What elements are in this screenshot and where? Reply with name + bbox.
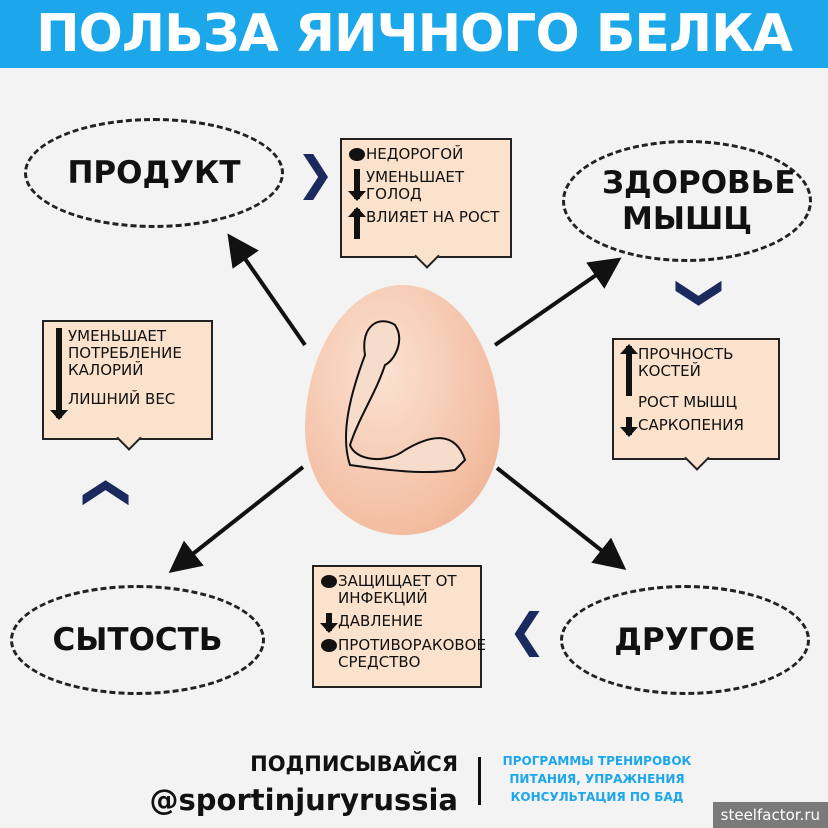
arrow-down-icon <box>348 169 366 201</box>
node-muscle-label: ЗДОРОВЬЕ МЫШЦ <box>602 165 796 237</box>
node-satiety: СЫТОСТЬ <box>10 585 265 695</box>
arrow-other <box>495 466 627 570</box>
arrow-down-icon <box>320 613 338 633</box>
info-box-other: ЗАЩИЩАЕТ ОТ ИНФЕКЦИЙ ДАВЛЕНИЕ ПРОТИВОРАК… <box>312 565 486 688</box>
info-box-product: НЕДОРОГОЙ УМЕНЬШАЕТ ГОЛОД ВЛИЯЕТ НА РОСТ <box>340 138 512 269</box>
node-other: ДРУГОЕ <box>560 585 810 695</box>
page-title: ПОЛЬЗА ЯИЧНОГО БЕЛКА <box>0 0 828 68</box>
arrow-up-icon <box>348 207 366 239</box>
subscribe-label: ПОДПИСЫВАЙСЯ <box>250 752 458 776</box>
egg-illustration <box>305 285 500 535</box>
arrow-down-icon <box>50 328 68 420</box>
arrow-satiety <box>168 465 305 573</box>
chevron-right-icon: ❯ <box>296 146 335 200</box>
divider <box>478 757 481 805</box>
dot-icon <box>321 575 337 588</box>
chevron-up-icon: ❯ <box>74 473 129 513</box>
dot-icon <box>349 148 365 161</box>
dot-icon <box>321 639 337 652</box>
flexed-arm-icon <box>344 320 467 474</box>
chevron-down-icon: ❯ <box>675 273 730 313</box>
arrow-up-icon <box>620 344 638 396</box>
arrow-down-icon <box>620 417 638 437</box>
arrow-muscle <box>493 257 622 347</box>
watermark: steelfactor.ru <box>712 802 828 828</box>
arrow-product <box>227 233 307 347</box>
node-muscle-health: ЗДОРОВЬЕ МЫШЦ <box>562 140 812 262</box>
chevron-left-icon: ❮ <box>508 603 547 657</box>
instagram-handle[interactable]: @sportinjuryrussia <box>149 783 458 817</box>
services-list: ПРОГРАММЫ ТРЕНИРОВОК ПИТАНИЯ, УПРАЖНЕНИЯ… <box>502 754 692 804</box>
node-product: ПРОДУКТ <box>24 118 284 228</box>
